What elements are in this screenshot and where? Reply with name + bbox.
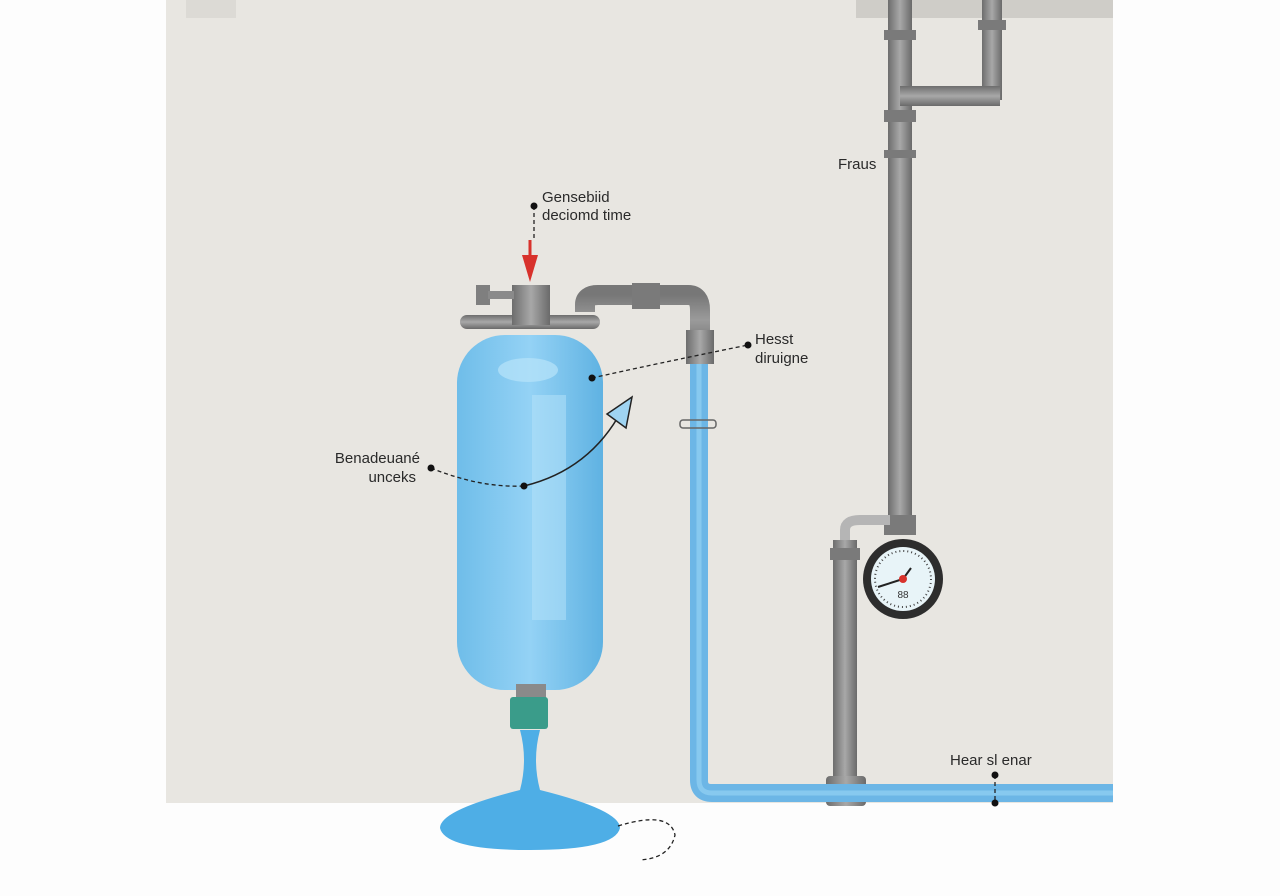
grey-outlet-pipe — [575, 283, 714, 364]
label-right-2: diruigne — [755, 350, 808, 367]
top-left-block — [186, 0, 236, 18]
leader-lines — [430, 206, 996, 861]
label-right-1: Hesst — [755, 331, 794, 348]
blue-supply-pipe — [679, 360, 1113, 802]
label-left-1: Benadeuané — [335, 450, 420, 467]
flow-arrowhead-icon — [605, 395, 634, 430]
flow-arrow-icon — [523, 409, 623, 487]
grey-vertical-pipe — [884, 0, 1006, 535]
label-top-2: deciomd time — [542, 207, 631, 224]
leader-dots — [427, 202, 999, 807]
label-top-1: Gensebiid — [542, 189, 610, 206]
pressure-tank — [440, 285, 620, 850]
background-panel — [166, 0, 1113, 803]
label-left-2: unceks — [368, 469, 416, 486]
label-bottom: Hear sl enar — [950, 752, 1032, 769]
inlet-arrow-icon — [522, 240, 538, 282]
label-pipe: Fraus — [838, 156, 876, 173]
gauge-readout: 88 — [897, 590, 909, 601]
pressure-gauge: 88 — [863, 539, 943, 619]
